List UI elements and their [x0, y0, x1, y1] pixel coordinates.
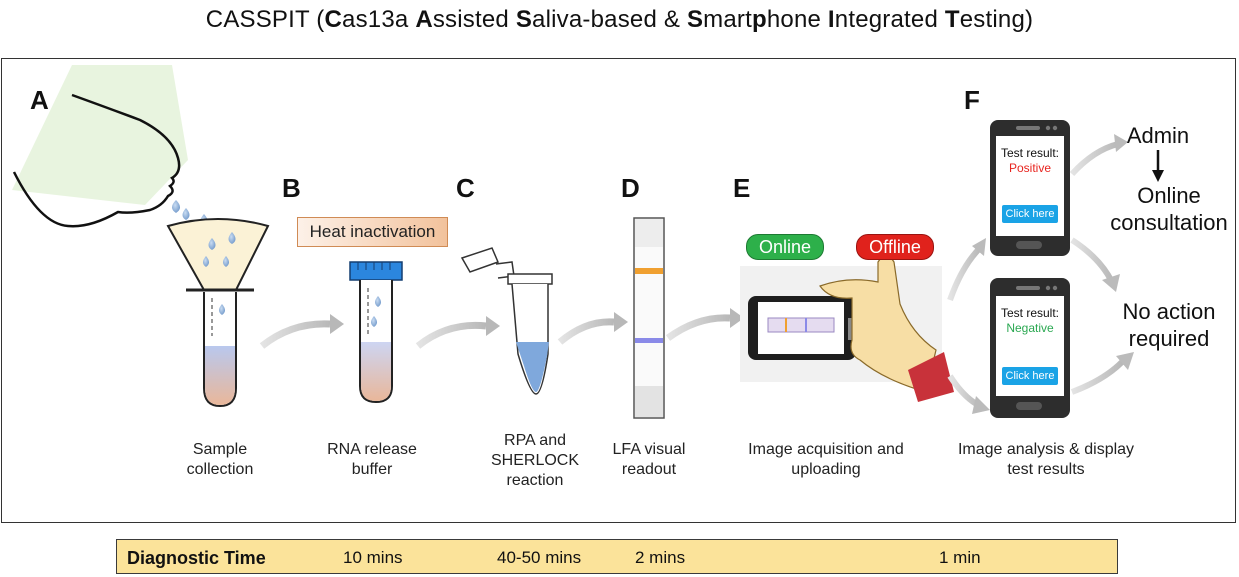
time-rna-release: 10 mins — [343, 548, 403, 567]
phone-bottom-result-value: Negative — [1006, 321, 1054, 335]
arrow-b-c-icon — [415, 321, 487, 349]
arrow-a-b-icon — [259, 320, 331, 349]
diagnostic-time-label: Diagnostic Time — [127, 548, 266, 568]
arrow-positive-to-no-action-icon — [1070, 237, 1115, 284]
result-phone-positive-icon — [990, 120, 1070, 256]
panel-letter-f: F — [964, 85, 980, 115]
caption-c-line2: SHERLOCK — [490, 452, 580, 469]
title-initial: C — [324, 6, 343, 33]
title-initial: S — [515, 6, 533, 33]
caption-b-line2: buffer — [351, 461, 393, 478]
time-lfa-readout: 2 mins — [635, 548, 686, 567]
title-segment: hone — [766, 6, 828, 33]
funnel-icon — [166, 218, 270, 292]
face-silhouette-icon — [12, 65, 188, 228]
caption-image-analysis: Image analysis & display test results — [936, 440, 1156, 480]
title-initial: T — [944, 6, 960, 33]
title-initial: p — [751, 6, 767, 33]
title-prefix: CASSPIT ( — [205, 6, 325, 33]
time-rpa-sherlock: 40-50 mins — [497, 548, 582, 567]
panel-letter-e: E — [733, 173, 751, 203]
outcome-online-consultation: Online consultation — [1100, 182, 1238, 236]
phone-bottom-result-label: Test result: — [1000, 306, 1060, 320]
time-image-analysis: 1 min — [939, 548, 981, 567]
sample-tube-icon — [203, 292, 237, 408]
outcome-no-action: No action required — [1100, 298, 1238, 352]
buffer-tube-icon — [349, 261, 403, 404]
caption-a-line2: collection — [186, 461, 254, 478]
title-segment: esting — [959, 6, 1025, 33]
caption-a-line1: Sample — [192, 441, 248, 458]
caption-e-line2: uploading — [791, 461, 861, 478]
outcome-admin: Admin — [1126, 123, 1190, 148]
reaction-tube-icon — [460, 247, 553, 395]
panel-letter-b: B — [282, 173, 301, 203]
caption-c-line1: RPA and — [504, 432, 566, 449]
caption-c-line3: reaction — [506, 472, 564, 489]
online-badge: Online — [746, 234, 824, 260]
diagnostic-time-bar: Diagnostic Time 10 mins 40-50 mins 2 min… — [116, 539, 1118, 574]
title-segment: as13a — [342, 6, 416, 33]
arrow-negative-to-no-action-icon — [1070, 359, 1125, 395]
diagram-title: CASSPIT (Cas13a Assisted Saliva-based & … — [0, 6, 1239, 34]
outcome-no-action-line2: required — [1128, 326, 1210, 351]
arrow-c-d-icon — [557, 318, 615, 345]
caption-image-acquisition: Image acquisition and uploading — [726, 440, 926, 480]
caption-rna-release-buffer: RNA release buffer — [302, 440, 442, 480]
title-suffix: ) — [1025, 6, 1034, 33]
phone-bottom-click-button[interactable]: Click here — [1002, 367, 1058, 385]
title-initial: I — [827, 6, 835, 33]
arrow-to-admin-icon — [1069, 141, 1119, 177]
caption-lfa-readout: LFA visual readout — [594, 440, 704, 480]
title-segment: aliva-based & — [532, 6, 687, 33]
caption-rpa-sherlock: RPA and SHERLOCK reaction — [470, 431, 600, 491]
title-segment: mart — [703, 6, 752, 33]
outcome-online-consultation-line2: consultation — [1110, 210, 1228, 235]
lateral-flow-strip-icon — [633, 217, 665, 419]
phone-top-result-label: Test result: — [1000, 146, 1060, 160]
panel-letter-c: C — [456, 173, 475, 203]
image-capture-photo — [740, 255, 954, 402]
phone-top-result-value: Positive — [1008, 161, 1052, 175]
panel-letter-a: A — [30, 85, 49, 115]
diagram-frame — [1, 58, 1236, 523]
phone-top-click-button[interactable]: Click here — [1002, 205, 1058, 223]
arrow-e-f-top-icon — [947, 245, 983, 301]
caption-e-line1: Image acquisition and — [748, 441, 904, 458]
outcome-no-action-line1: No action — [1122, 299, 1216, 324]
offline-badge: Offline — [856, 234, 934, 260]
heat-inactivation-box: Heat inactivation — [297, 217, 448, 247]
title-segment: ntegrated — [834, 6, 945, 33]
caption-f-line1: Image analysis & display — [957, 441, 1135, 458]
caption-f-line2: test results — [1007, 461, 1085, 478]
panel-letter-d: D — [621, 173, 640, 203]
title-segment: ssisted — [432, 6, 516, 33]
caption-d-line2: readout — [621, 461, 677, 478]
title-initial: S — [686, 6, 704, 33]
result-phone-negative-icon — [990, 278, 1070, 418]
outcome-online-consultation-line1: Online — [1137, 183, 1201, 208]
caption-d-line1: LFA visual — [612, 441, 686, 458]
arrow-d-e-icon — [665, 314, 731, 341]
caption-sample-collection: Sample collection — [160, 440, 280, 480]
caption-b-line1: RNA release — [327, 441, 417, 458]
title-initial: A — [415, 6, 433, 33]
